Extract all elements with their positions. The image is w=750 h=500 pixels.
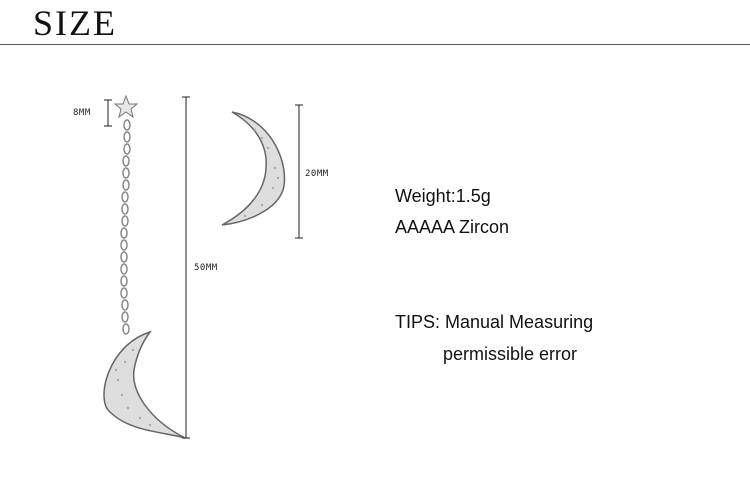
tips-line-1: TIPS: Manual Measuring — [395, 312, 594, 332]
stud-moon-sparkle — [243, 128, 280, 218]
tips-line-2: permissible error — [443, 344, 578, 364]
star-dimension-bracket — [104, 99, 112, 127]
title-divider — [0, 44, 750, 45]
weight-text: Weight:1.5g — [395, 186, 491, 206]
stud-moon-icon — [221, 111, 286, 226]
material-text: AAAAA Zircon — [395, 217, 510, 237]
drop-dimension-bracket — [182, 96, 190, 439]
drop-moon-icon — [103, 330, 186, 439]
stud-dimension-bracket — [295, 104, 303, 239]
drop-moon-sparkle — [114, 348, 152, 427]
star-size-label: 8MM — [73, 108, 91, 118]
page-title: SIZE — [33, 3, 117, 43]
stud-moon-size-label: 20MM — [305, 169, 329, 179]
drop-length-label: 50MM — [194, 263, 218, 273]
chain — [120, 119, 131, 335]
star-stud-icon — [113, 94, 139, 119]
